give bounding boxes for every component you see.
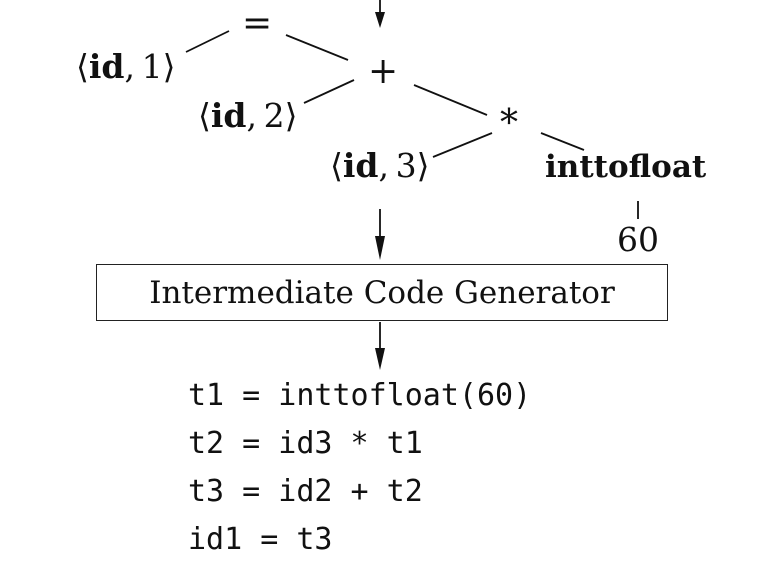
leaf-id-2: ⟨id, 2⟩ (198, 96, 298, 135)
leaf-id-2-index: 2 (263, 96, 285, 135)
leaf-id-3: ⟨id, 3⟩ (330, 146, 430, 185)
edge-plus-to-mult (413, 84, 488, 116)
edge-plus-to-id2 (303, 79, 355, 104)
code-line: t1 = inttofloat(60) (188, 378, 532, 413)
multiply-operator: * (500, 103, 518, 144)
arrow-into-tree-head (375, 12, 385, 28)
leaf-id-2-keyword: id (210, 96, 247, 135)
inttofloat-node: inttofloat (545, 149, 707, 185)
code-line: t2 = id3 * t1 (188, 426, 423, 461)
code-line: t3 = id2 + t2 (188, 474, 423, 509)
arrow-into-generator-head (375, 236, 385, 260)
constant-60: 60 (617, 220, 659, 259)
assign-operator: = (242, 3, 273, 44)
intermediate-code-generator-box: Intermediate Code Generator (96, 264, 668, 321)
three-address-code: t1 = inttofloat(60) t2 = id3 * t1 t3 = i… (188, 372, 531, 564)
leaf-id-1: ⟨id, 1⟩ (76, 47, 176, 86)
edge-mult-to-id3 (432, 132, 493, 158)
leaf-id-3-index: 3 (395, 146, 417, 185)
intermediate-code-generator-label: Intermediate Code Generator (149, 274, 615, 311)
leaf-id-1-keyword: id (88, 47, 125, 86)
arrow-out-of-generator-head (375, 348, 385, 370)
edge-assign-to-id1 (185, 30, 230, 53)
edge-mult-to-inttofloat (540, 132, 585, 151)
plus-operator: + (368, 51, 399, 92)
code-line: id1 = t3 (188, 522, 333, 557)
leaf-id-1-index: 1 (141, 47, 163, 86)
edge-assign-to-plus (285, 34, 349, 61)
leaf-id-3-keyword: id (342, 146, 379, 185)
